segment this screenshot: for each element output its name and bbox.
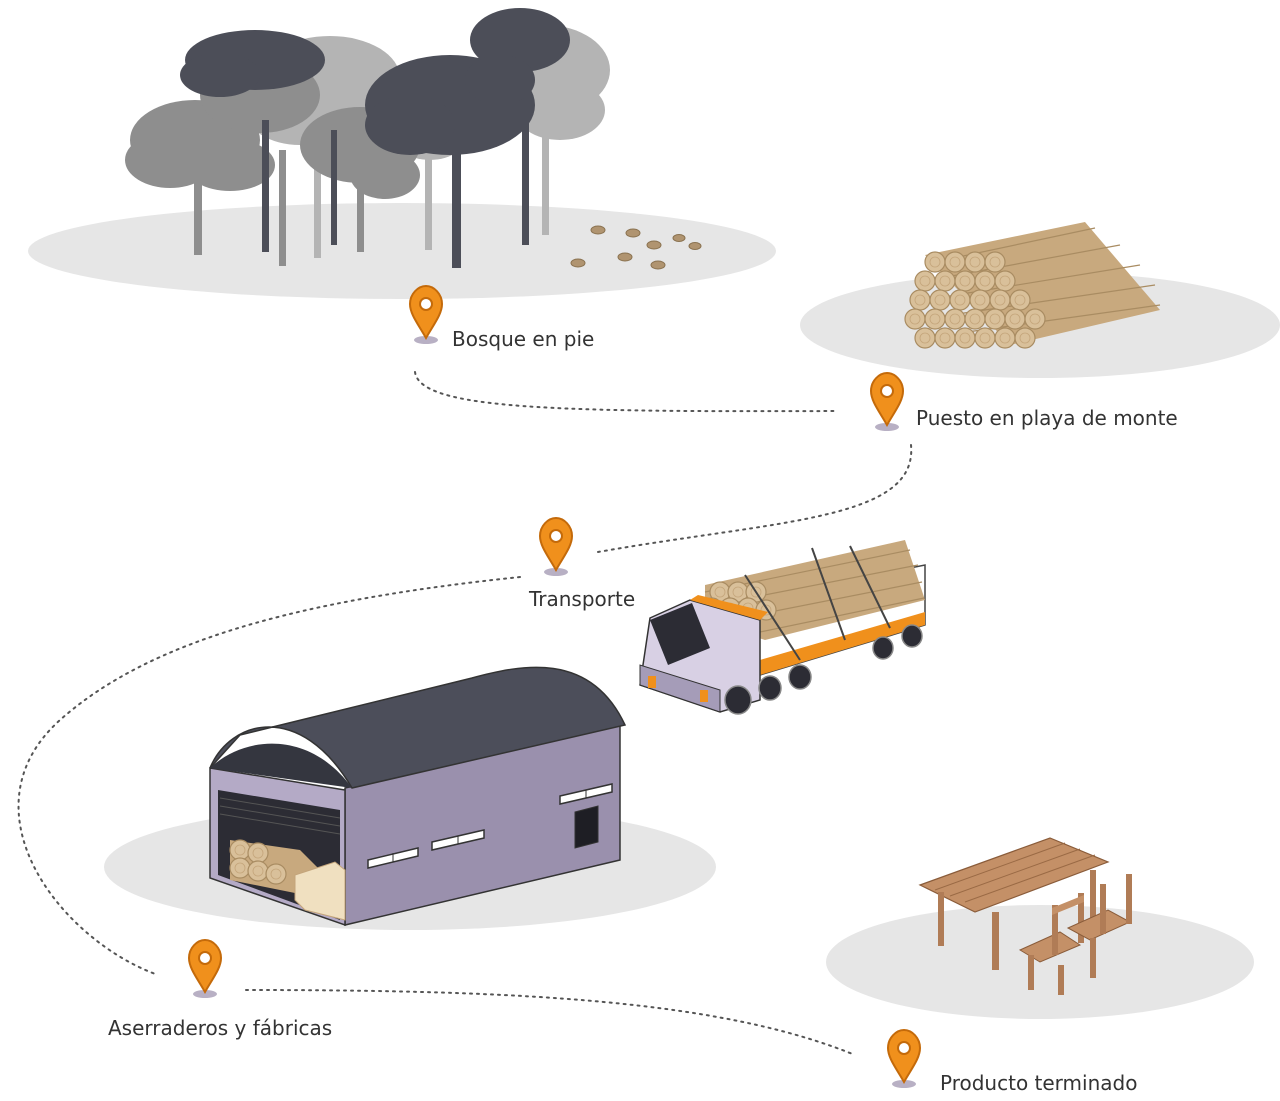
stage-label-transporte: Transporte (528, 587, 635, 611)
truck-illustration (639, 540, 926, 715)
log-pile-illustration (904, 222, 1161, 349)
map-pin-icon (188, 939, 222, 999)
stage-aserradero: Aserraderos y fábricas (108, 939, 332, 1040)
stage-label-producto: Producto terminado (940, 1071, 1137, 1095)
stage-producto: Producto terminado (887, 1029, 1137, 1095)
forest-illustration (125, 8, 702, 270)
map-pin-icon (870, 372, 904, 432)
map-pin-icon (887, 1029, 921, 1089)
forest-ground (28, 203, 776, 299)
route-path (17, 371, 913, 1056)
map-pin-icon (539, 517, 573, 577)
stage-bosque: Bosque en pie (409, 285, 594, 351)
stage-label-bosque: Bosque en pie (452, 327, 594, 351)
sawmill-illustration (209, 666, 627, 927)
stage-transporte: Transporte (528, 517, 635, 611)
stage-playa: Puesto en playa de monte (870, 372, 1178, 432)
map-pin-icon (409, 285, 443, 345)
furniture-illustration (918, 837, 1132, 995)
stage-label-aserradero: Aserraderos y fábricas (108, 1016, 332, 1040)
stage-label-playa: Puesto en playa de monte (916, 406, 1178, 430)
